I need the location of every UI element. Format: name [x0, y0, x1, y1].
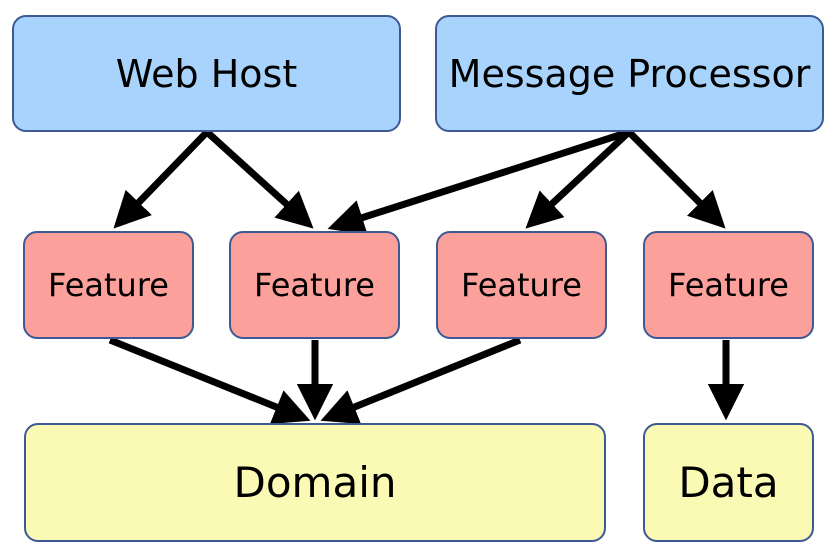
- node-feature-4[interactable]: Feature: [643, 231, 814, 339]
- node-feature-1[interactable]: Feature: [23, 231, 194, 339]
- node-label-feature-3: Feature: [461, 266, 582, 304]
- edge-feature3-domain: [320, 336, 522, 424]
- node-label-feature-2: Feature: [254, 266, 375, 304]
- node-feature-3[interactable]: Feature: [436, 231, 607, 339]
- edge-feature1-domain: [108, 336, 311, 425]
- node-label-feature-1: Feature: [48, 266, 169, 304]
- node-label-data: Data: [678, 457, 779, 507]
- edge-webhost-feature1: [113, 129, 210, 229]
- node-domain[interactable]: Domain: [24, 423, 606, 542]
- node-data[interactable]: Data: [643, 423, 814, 542]
- node-label-message-processor: Message Processor: [448, 51, 811, 96]
- node-web-host[interactable]: Web Host: [12, 15, 401, 132]
- edge-processor-feature4: [626, 129, 726, 229]
- edge-processor-feature3: [525, 129, 632, 229]
- node-feature-2[interactable]: Feature: [229, 231, 400, 339]
- node-label-feature-4: Feature: [668, 266, 789, 304]
- node-label-web-host: Web Host: [115, 51, 298, 96]
- node-message-processor[interactable]: Message Processor: [435, 15, 824, 132]
- edge-processor-feature2: [327, 128, 631, 236]
- edge-webhost-feature2: [204, 129, 314, 229]
- node-label-domain: Domain: [233, 457, 397, 507]
